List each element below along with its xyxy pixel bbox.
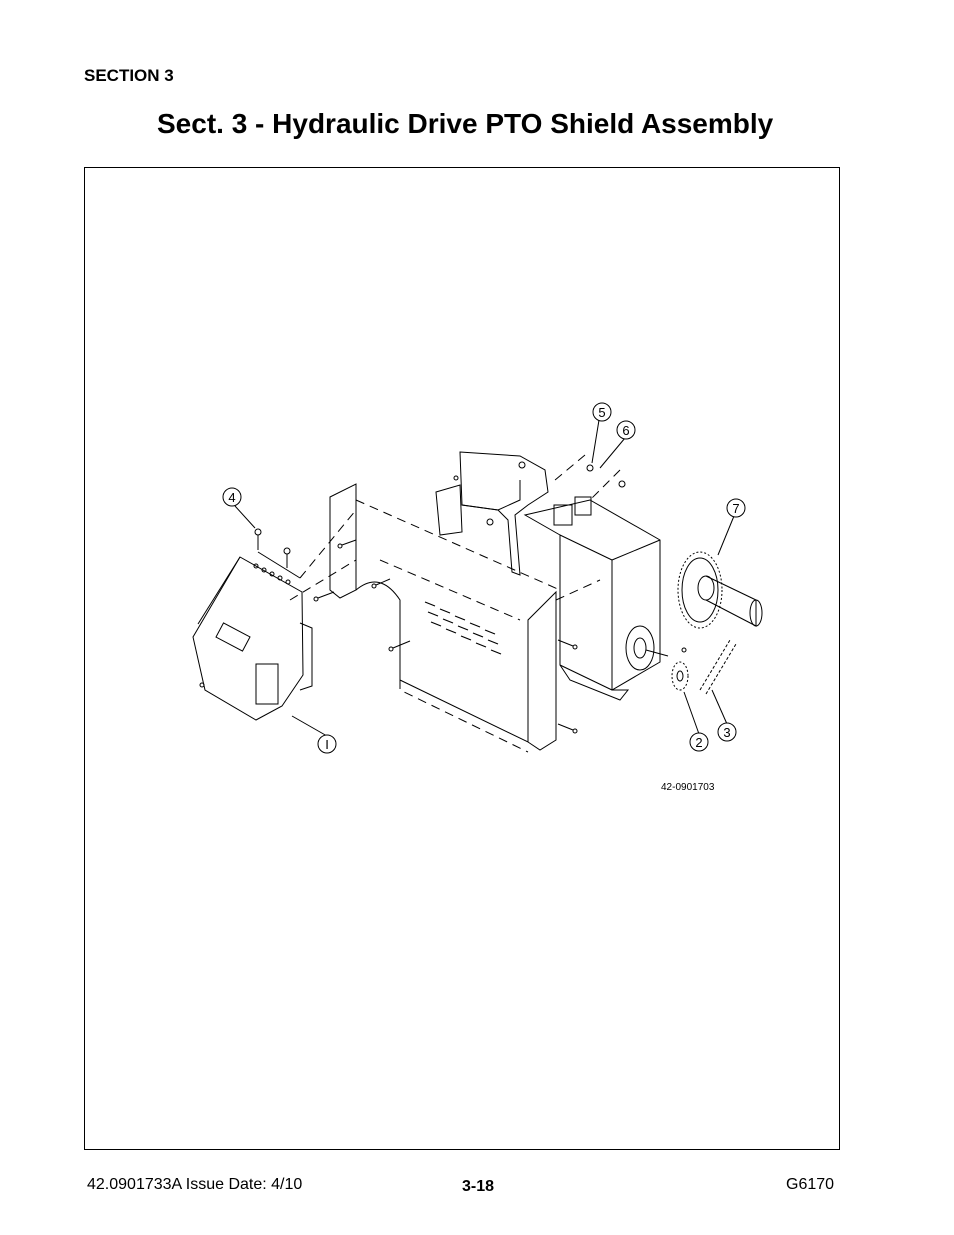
page-title: Sect. 3 - Hydraulic Drive PTO Shield Ass… <box>157 108 774 139</box>
callout-1: I <box>317 734 337 754</box>
callout-5-label: 5 <box>598 405 605 420</box>
footer-page-number: 3-18 <box>462 1178 495 1195</box>
washers-5-6 <box>554 454 687 653</box>
callout-7-label: 7 <box>732 501 739 516</box>
screws-4 <box>254 528 291 568</box>
section-label: SECTION 3 <box>84 66 174 85</box>
callout-3: 3 <box>717 722 737 742</box>
figure-frame <box>84 167 840 1150</box>
callout-5: 5 <box>592 402 612 422</box>
callout-1-label: I <box>325 737 329 752</box>
drive-chain <box>699 639 737 695</box>
callout-2-label: 2 <box>695 735 702 750</box>
gearbox-housing <box>523 496 669 701</box>
back-shield-plate <box>313 483 578 753</box>
callout-2: 2 <box>689 732 709 752</box>
callout-circles: I 2 3 4 5 6 7 <box>222 402 746 754</box>
drawing-number: 42-0901703 <box>661 782 715 793</box>
large-sprocket-shaft <box>677 551 763 629</box>
upper-mount-bracket <box>435 451 549 576</box>
small-sprocket <box>671 661 689 691</box>
callout-6-label: 6 <box>622 423 629 438</box>
front-shield-cover <box>192 551 313 721</box>
footer-model: G6170 <box>786 1176 835 1193</box>
callout-7: 7 <box>726 498 746 518</box>
callout-3-label: 3 <box>723 725 730 740</box>
callout-4-label: 4 <box>228 490 235 505</box>
footer-doc-info: 42.0901733A Issue Date: 4/10 <box>87 1176 303 1193</box>
callout-6: 6 <box>616 420 636 440</box>
callout-4: 4 <box>222 487 242 507</box>
